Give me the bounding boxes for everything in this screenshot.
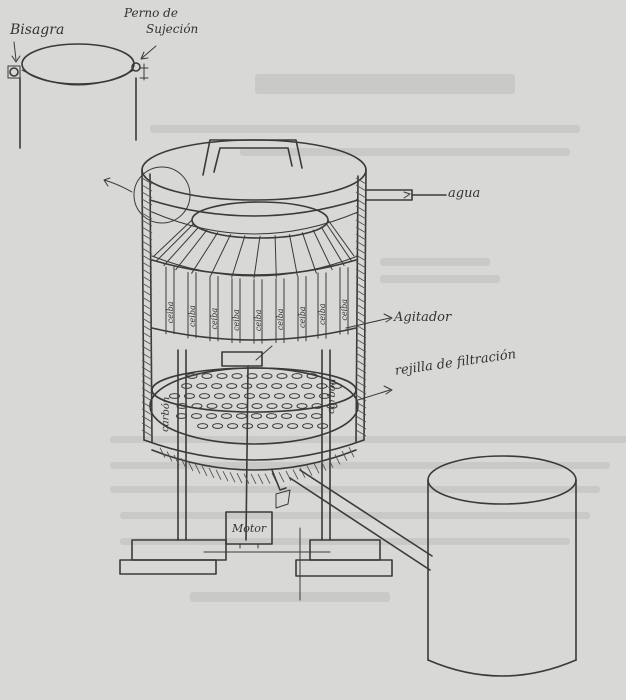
grid-hole [256,383,268,389]
grid-hole [291,373,303,379]
tray-label: ceiba [166,301,175,323]
grid-hole [206,403,218,409]
grid-hole [169,393,180,399]
grid-hole [212,423,224,429]
grid-hole [326,403,338,409]
grid-hole [241,383,253,389]
hinge-label: Bisagra [10,22,65,38]
grid-hole [296,413,307,419]
grid-hole [246,373,258,379]
grid-hole [287,423,299,429]
grid-hole [319,393,330,399]
carbon-left-label: carbón [160,397,172,433]
grid-hole [311,413,322,419]
grid-hole [257,423,269,429]
grid-hole [317,423,329,429]
neutralization-tank [427,455,577,677]
grid-hole [227,423,239,429]
grid-hole [259,393,270,399]
bolt-icon [131,62,141,72]
grid-hole [271,383,283,389]
grid-hole [306,373,318,379]
motor-label: Motor [231,522,267,535]
bolt-label-line2: Sujeción [146,22,199,36]
tray-label: ceiba [340,299,349,321]
grid-hole [191,403,203,409]
grid-hole [181,383,193,389]
bolt-label-line1: Perno de [124,6,178,20]
agitator-shaft [245,365,249,541]
hinge-icon [9,67,19,77]
hinge-detail [7,41,157,149]
agitator-head [221,351,263,367]
main-tank [103,139,447,601]
grid-hole [221,403,233,409]
grid-hole [281,413,292,419]
tray-label: ceiba [298,306,307,328]
tray-label: ceiba [210,308,219,330]
grid-hole [221,413,232,419]
tray-label: ceiba [188,305,197,327]
grid-hole [242,423,254,429]
water-label: agua [448,186,481,201]
grid-hole [266,403,278,409]
grid-hole [301,383,313,389]
wall-hatching [141,177,367,437]
grid-hole [251,403,263,409]
tray-label: ceiba [318,303,327,325]
grid-hole [266,413,277,419]
grid-hole [281,403,293,409]
filtration-grid-holes [169,373,343,429]
grid-hole [261,373,273,379]
grid-hole [286,383,298,389]
grid-hole [302,423,314,429]
grid-hole [272,423,284,429]
grid-hole [226,383,238,389]
leader-lines [345,313,393,401]
grid-hole [184,393,195,399]
grid-hole [191,413,202,419]
grid-hole [304,393,315,399]
bleed-through-background [110,74,626,602]
tray-plates [165,266,349,344]
grid-hole [331,383,343,389]
motor-box [225,511,273,545]
agitator-label: Agitador [394,310,452,325]
tray-label: ceiba [232,309,241,331]
tray-labels: ceiba ceiba ceiba ceiba ceiba ceiba ceiba ceiba… [166,299,349,331]
grid-hole [201,373,213,379]
tray-label: ceiba [276,308,285,330]
grid-hole [199,393,210,399]
grid-hole [244,393,255,399]
grid-hole [196,383,208,389]
grid-hole [176,403,188,409]
grid-hole [316,383,328,389]
grid-hole [296,403,308,409]
grid-hole [231,373,243,379]
carbon-right-label: carbón [326,379,338,415]
carbon-labels: carbón carbón [160,379,338,433]
grid-hole [216,373,228,379]
grid-hole [251,413,262,419]
grid-hole [311,403,323,409]
tray-label: ceiba [254,309,263,331]
grid-hole [176,413,187,419]
grid-hole [214,393,225,399]
grid-hole [186,373,198,379]
tray-rays [153,219,355,279]
grid-hole [211,383,223,389]
grid-hole [236,413,247,419]
grid-hole [206,413,217,419]
grid-hole [276,373,288,379]
grid-hole [289,393,300,399]
grid-hole [229,393,240,399]
grid-hole [274,393,285,399]
grid-hole [236,403,248,409]
grid-hole [197,423,209,429]
